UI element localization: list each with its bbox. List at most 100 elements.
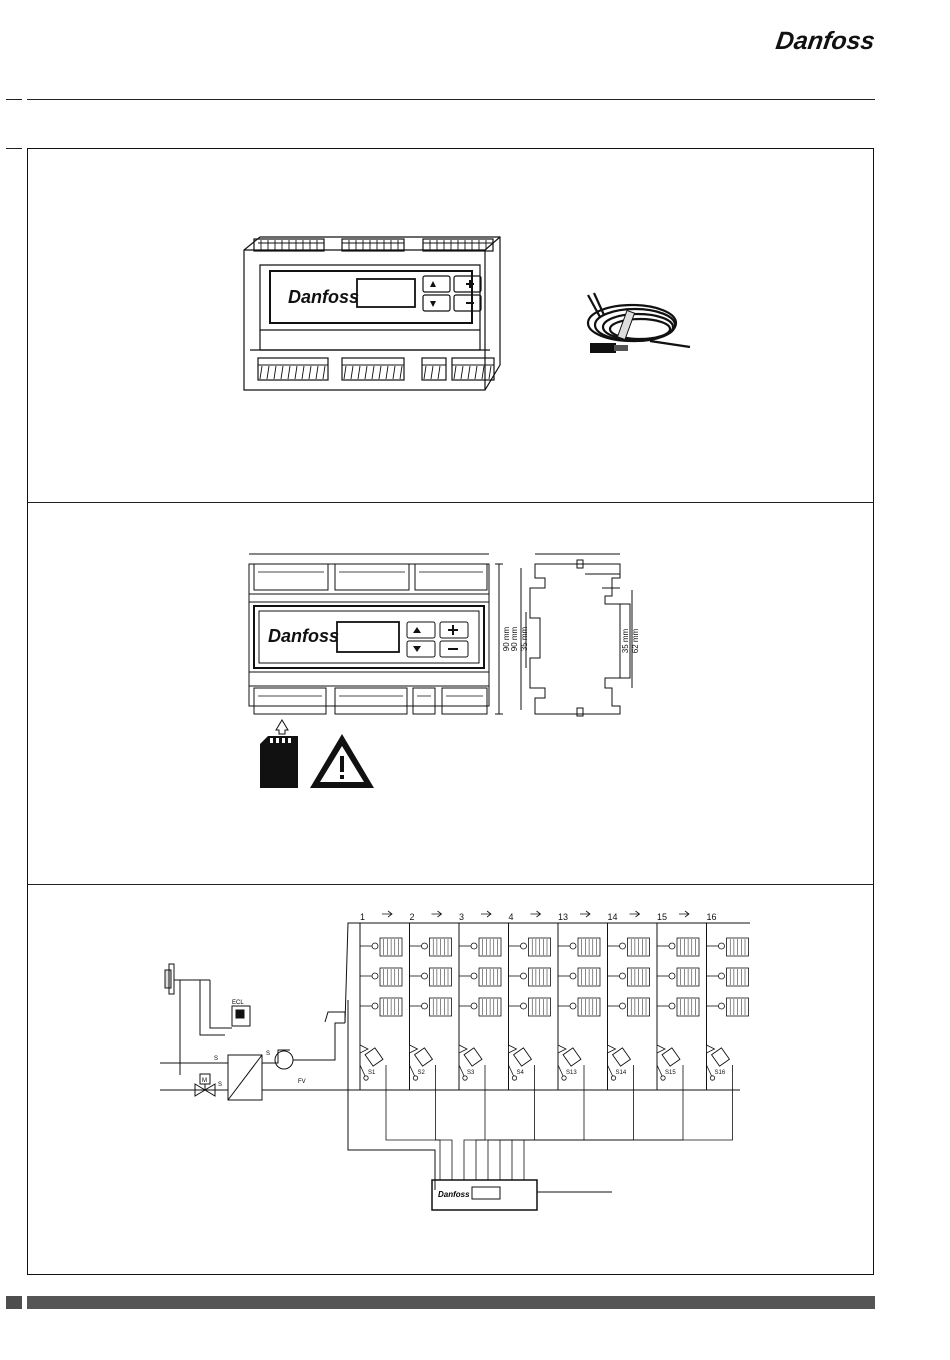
control-wire [488, 1065, 584, 1180]
zone-number: 16 [707, 912, 717, 922]
header-rule [27, 99, 875, 100]
flow-arrow [630, 911, 640, 917]
actuator [613, 1048, 631, 1066]
radiator-valve [669, 1003, 675, 1009]
zone-sensor [413, 1076, 417, 1080]
sensor-label: S3 [467, 1070, 475, 1076]
flow-arrow [679, 911, 689, 917]
m-label: M [202, 1078, 207, 1084]
zone-sensor [611, 1076, 615, 1080]
zone-sensor [512, 1076, 516, 1080]
sensor-label: S2 [418, 1070, 426, 1076]
mount-label: 62 mm [631, 628, 640, 653]
sensor-label: S13 [566, 1070, 577, 1076]
zone-valve [509, 1045, 517, 1053]
flow-arrow [382, 911, 392, 917]
radiator-valve [570, 943, 576, 949]
actuator [415, 1048, 433, 1066]
zone-sensor [710, 1076, 714, 1080]
actuator [563, 1048, 581, 1066]
zone-number: 13 [558, 912, 568, 922]
control-wire [464, 1065, 485, 1180]
zone-sensor [463, 1076, 467, 1080]
radiator-valve [620, 943, 626, 949]
radiator-valve [422, 943, 428, 949]
actuator [365, 1048, 383, 1066]
radiator-valve [719, 973, 725, 979]
zone-number: 3 [459, 912, 464, 922]
control-wire [386, 1065, 440, 1180]
zone-sensor [562, 1076, 566, 1080]
flow-arrow [531, 911, 541, 917]
radiator-valve [719, 943, 725, 949]
radiator-valve [620, 973, 626, 979]
radiator-valve [471, 943, 477, 949]
radiator-valve [372, 943, 378, 949]
section-divider-1 [28, 502, 874, 503]
s-label-1: S [214, 1056, 218, 1062]
zone-valve [360, 1045, 368, 1053]
radiator-valve [422, 973, 428, 979]
radiator-valve [570, 1003, 576, 1009]
footer-marker [6, 1296, 22, 1309]
zone-sensor [661, 1076, 665, 1080]
radiator-valve [521, 943, 527, 949]
sensor-label: S14 [616, 1070, 627, 1076]
zone-number: 14 [608, 912, 618, 922]
section-rule-short [6, 148, 22, 149]
side-rail-label: 35 mm [520, 626, 529, 651]
control-wire [524, 1065, 733, 1180]
flow-arrow [580, 911, 590, 917]
danfoss-logo: Danfoss [775, 20, 880, 60]
radiator-valve [669, 973, 675, 979]
actuator [712, 1048, 730, 1066]
zone-valve [608, 1045, 616, 1053]
zone-valve [410, 1045, 418, 1053]
zone-valve [657, 1045, 665, 1053]
controller-logo: Danfoss [438, 1190, 470, 1199]
sensor-label: S1 [368, 1070, 376, 1076]
control-wire [500, 1065, 634, 1180]
flow-arrow [481, 911, 491, 917]
flow-arrow [432, 911, 442, 917]
zone-valve [558, 1045, 566, 1053]
zone-number: 15 [657, 912, 667, 922]
radiator-valve [422, 1003, 428, 1009]
radiator-valve [372, 973, 378, 979]
control-wire [436, 1065, 453, 1180]
dim-device-logo: Danfoss [268, 626, 339, 646]
zone-sensor [364, 1076, 368, 1080]
actuator [662, 1048, 680, 1066]
footer-bar [27, 1296, 875, 1309]
ecl-label: ECL [232, 1000, 244, 1006]
radiator-valve [471, 973, 477, 979]
sensor-label: S15 [665, 1070, 676, 1076]
dimension-drawing: Danfoss 90 mm 90 mm 35 mm 35 mm 62 mm [240, 548, 650, 798]
brand-logo-text: Danfoss [775, 27, 877, 55]
fv-label: FV [298, 1079, 306, 1085]
sensor-label: S16 [715, 1070, 726, 1076]
controller-illustration: Danfoss [230, 225, 520, 395]
radiator-valve [669, 943, 675, 949]
radiator-valve [521, 1003, 527, 1009]
sensor-cable-illustration [580, 285, 710, 365]
rail-label: 35 mm [621, 628, 630, 653]
actuator [514, 1048, 532, 1066]
radiator-valve [521, 973, 527, 979]
zone-number: 2 [410, 912, 415, 922]
section-divider-2 [28, 884, 874, 885]
header-rule-short [6, 99, 22, 100]
radiator-valve [719, 1003, 725, 1009]
sensor-label: S4 [517, 1070, 525, 1076]
device-logo-text: Danfoss [288, 287, 359, 307]
zone-valve [707, 1045, 715, 1053]
zone-valve [459, 1045, 467, 1053]
memory-card-icon [260, 736, 298, 788]
radiator-valve [620, 1003, 626, 1009]
zone-number: 1 [360, 912, 365, 922]
actuator [464, 1048, 482, 1066]
side-height-label: 90 mm [510, 626, 519, 651]
radiator-valve [372, 1003, 378, 1009]
s-label-2: S [218, 1082, 222, 1088]
